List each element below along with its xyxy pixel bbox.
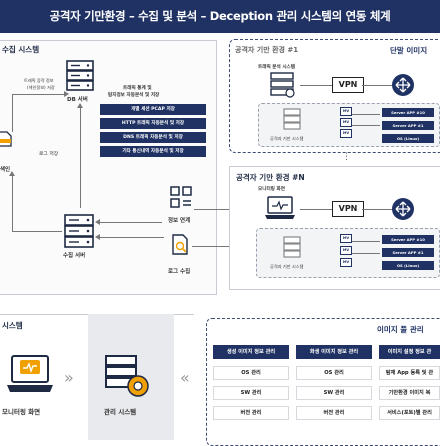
image-pool-title: 이미지 풀 관리: [377, 325, 424, 334]
pool-column-head: 이미지 설정 정보 관: [379, 345, 440, 359]
document-icon: [0, 131, 12, 147]
pool-cell: 탐재 App 등록 및 관: [379, 366, 440, 380]
connector: [300, 85, 332, 86]
env1-title: 공격자 기만 환경 #1: [235, 46, 299, 54]
analysis-item: 기타 통신내역 자동분석 및 저장: [100, 146, 206, 157]
server-app-pill: Server APP #10: [382, 235, 434, 244]
os-pill: OS (Linux): [382, 134, 434, 143]
collect-system-title: 수집 시스템: [2, 45, 40, 54]
vm-box: MV: [340, 246, 352, 255]
connector: [80, 104, 81, 208]
management-system-label: 관리 시스템: [104, 408, 137, 416]
chevron-left-icon: «: [180, 368, 190, 387]
connector: [12, 231, 62, 232]
envn-title: 공격자 기만 환경 #N: [236, 173, 305, 182]
connector: [362, 209, 392, 210]
monitor-screen-label: 모니터링 화면: [2, 408, 41, 416]
pool-cell: SW 관리: [296, 386, 372, 400]
pool-cell: 버전 관리: [296, 406, 372, 420]
vpn-box: VPN: [332, 201, 364, 217]
connector: [352, 125, 380, 126]
connector: [12, 94, 64, 95]
vm-box: MV: [340, 258, 352, 267]
index-label: 색인: [0, 167, 11, 173]
router-icon: [392, 198, 414, 220]
os-pill: OS (Linux): [382, 261, 434, 270]
connector: [300, 209, 332, 210]
arrow-up-icon: [77, 103, 83, 108]
arrow-left-icon: [95, 234, 100, 240]
traffic-server-icon: [270, 72, 296, 98]
chevron-right-icon: »: [64, 368, 74, 387]
pool-column-head: 생성 이미지 정보 관리: [213, 345, 289, 359]
vm-box: MV: [340, 234, 352, 243]
vpn-box: VPN: [332, 77, 364, 93]
env1-right-title: 단말 이미지: [390, 46, 428, 55]
info-link-icon: [170, 186, 192, 208]
connector: [352, 114, 380, 115]
pool-cell: OS 관리: [296, 366, 372, 380]
analysis-item: DNS 트래픽 자동분석 및 저장: [100, 132, 206, 143]
envn-monitor-label: 모니터링 화면: [258, 187, 285, 192]
vm-box: MV: [340, 118, 352, 127]
pool-cell: 버전 관리: [213, 406, 289, 420]
pool-cell: SW 관리: [213, 386, 289, 400]
db-server-label: DB 서버: [67, 97, 88, 103]
management-system-title: 시스템: [2, 321, 23, 330]
info-link-label: 정보 연계: [168, 218, 191, 224]
connector: [352, 241, 380, 242]
collect-server-icon: [64, 214, 94, 248]
arrow-right-icon: [64, 91, 69, 97]
traffic-analysis-label: 트래픽 분석 시스템: [258, 65, 296, 70]
traffic-evidence-note-2: (색인정보) 저장: [27, 85, 55, 90]
router-icon: [392, 74, 414, 96]
management-system-icon: [104, 354, 152, 398]
more-envs-dots: ⋮: [342, 152, 351, 162]
analysis-head-1: 트래픽 통계 및: [123, 86, 152, 91]
pool-cell: 서비스(포트)별 관리: [379, 406, 440, 420]
log-collect-label: 로그 수집: [168, 269, 191, 275]
connector: [192, 246, 254, 247]
connector: [194, 209, 234, 210]
server-app-pill: Server APP #1: [382, 248, 434, 257]
deception-system-label: 공격자 기만 시스템: [270, 136, 304, 141]
image-pool-panel: [206, 318, 440, 446]
connector: [352, 253, 380, 254]
connector: [98, 222, 162, 223]
arrow-up-icon: [9, 171, 15, 176]
pool-cell: 기만환경 이미지 복: [379, 386, 440, 400]
analysis-head-2: 탐지정보 자동분석 및 저장: [108, 93, 160, 98]
monitor-icon: [6, 355, 54, 393]
vm-box: MV: [340, 107, 352, 116]
traffic-evidence-note-1: 트래픽 증적 정보: [24, 78, 54, 83]
arrow-left-icon: [95, 219, 100, 225]
analysis-item: HTTP 트래픽 자동분석 및 저장: [100, 118, 206, 129]
pool-cell: OS 관리: [213, 366, 289, 380]
server-icon: [283, 236, 301, 258]
connector: [362, 85, 392, 86]
db-server-icon: [66, 60, 94, 92]
analysis-item: 개별 세션 PCAP 저장: [100, 104, 206, 115]
collect-server-label: 수집 서버: [63, 253, 86, 259]
log-save-label: 로그 저장: [39, 152, 59, 157]
server-app-pill: Server APP #10: [382, 108, 434, 117]
pool-column-head: 화생 이미지 정보 관리: [296, 345, 372, 359]
server-icon: [283, 108, 301, 130]
vm-box: MV: [340, 129, 352, 138]
page-title: 공격자 기만환경 – 수집 및 분석 – Deception 관리 시스템의 연…: [0, 0, 440, 33]
deception-system-label: 공격자 기만 시스템: [270, 264, 304, 269]
log-collect-icon: [172, 234, 190, 256]
connector: [12, 175, 13, 231]
connector: [98, 237, 164, 238]
server-app-pill: Server APP #1: [382, 121, 434, 130]
monitor-icon: [264, 196, 296, 220]
connector: [12, 94, 13, 132]
